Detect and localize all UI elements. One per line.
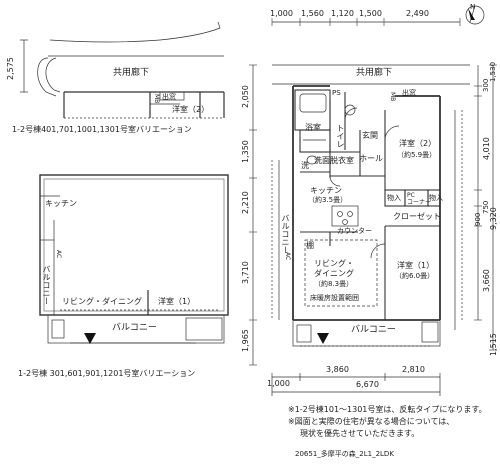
floorheat-label: 床暖房設置範囲	[310, 294, 359, 302]
var2-ac-label: AC	[55, 250, 62, 259]
dim-top-0: 1,000	[270, 9, 293, 18]
wash-label: 洗	[301, 161, 309, 170]
main-corridor-label: 共用廊下	[356, 68, 393, 78]
dim-right-4: 900	[474, 212, 482, 226]
note-line-0: ※1-2号棟101〜1301号室は、反転タイプになります。	[288, 405, 487, 414]
kitchen-label: キッチン	[310, 186, 342, 195]
entrance-label: 玄関	[362, 131, 378, 140]
main-ps-label: PS	[332, 89, 341, 97]
footer-code: 20651_多摩平の森_2L1_2LDK	[295, 450, 394, 458]
western1-size: （約6.0畳）	[395, 272, 435, 280]
variation-1-plan	[20, 21, 225, 119]
variation-2-plan	[39, 174, 229, 344]
var2-ld-label: リビング・ダイニング	[62, 297, 142, 306]
dim-bottom-a: 1,000	[267, 379, 290, 388]
var1-window-label: 出窓	[162, 93, 176, 101]
marker-triangle-left	[84, 333, 96, 344]
dim-bottom-c: 2,810	[402, 365, 425, 374]
ac-label-main: AC	[284, 252, 291, 261]
note-line-2: 現状を優先させていただきます。	[300, 429, 420, 438]
dim-left-4: 1,965	[241, 329, 250, 352]
dim-top-3: 1,500	[359, 9, 382, 18]
dim-right-6: 3,660	[482, 269, 491, 292]
var1-caption: 1-2号棟401,701,1001,1301号室バリエーション	[12, 125, 192, 134]
var1-dim: 2,575	[6, 57, 15, 80]
var2-room-label: 洋室（1）	[158, 297, 196, 306]
var2-kitchen-label: キッチン	[45, 199, 77, 208]
dim-bottom-b: 3,860	[326, 365, 349, 374]
kitchen-size: （約3.5畳）	[308, 196, 348, 204]
closet-label: クローゼット	[393, 212, 441, 221]
dim-left-1: 1,350	[241, 140, 250, 163]
western1-label: 洋室（1）	[397, 261, 435, 270]
note-line-1: ※図面と実際の住宅が異なる場合については、	[288, 417, 455, 426]
storage-label-2: 物入	[429, 194, 443, 202]
living-size: （約8.3畳）	[314, 280, 354, 288]
main-mb-label: MB	[389, 92, 396, 102]
var1-room-label: 洋室（2）	[172, 105, 210, 114]
dim-left-0: 2,050	[241, 85, 250, 108]
var2-side-balcony-label: バルコニー	[42, 265, 51, 305]
toilet-label: トイレ	[336, 124, 345, 148]
dim-top-2: 1,120	[331, 9, 354, 18]
counter-label: カウンター	[337, 227, 372, 235]
dim-right-5: 9,320	[489, 207, 498, 230]
dim-left-3: 3,710	[241, 261, 250, 284]
hall-label: ホール	[359, 154, 383, 163]
var2-balcony-label: バルコニー	[112, 323, 157, 333]
washroom-label: 洗面脱衣室	[314, 156, 354, 165]
living-label-1: リビング・	[314, 259, 354, 268]
dim-bottom-total: 6,670	[356, 380, 379, 389]
main-window-label: 出窓	[402, 89, 416, 97]
bath-label: 浴室	[305, 123, 321, 132]
dim-right-1: 1,530	[489, 61, 497, 82]
var1-mb-label: MB	[153, 94, 160, 104]
var2-caption: 1-2号棟 301,601,901,1201号室バリエーション	[18, 369, 196, 378]
marker-triangle-main	[317, 333, 329, 344]
compass-label: N	[470, 3, 476, 11]
living-label-2: ダイニング	[314, 269, 354, 278]
dim-right-7: 1,515	[489, 333, 498, 356]
floor-heating-area	[304, 239, 378, 307]
shelf-label: 棚	[306, 241, 314, 250]
main-balcony-label: バルコニー	[351, 325, 396, 335]
western2-size: （約5.9畳）	[397, 151, 437, 159]
western2-label: 洋室（2）	[399, 139, 437, 148]
dim-right-2: 4,010	[482, 137, 491, 160]
main-plan-interior	[294, 89, 441, 320]
dim-left-2: 2,210	[241, 191, 250, 214]
dim-top-4: 2,490	[406, 9, 429, 18]
var1-corridor-label: 共用廊下	[113, 68, 150, 78]
storage-label-1: 物入	[387, 194, 401, 202]
side-balcony-label: バルコニー	[281, 214, 290, 254]
dim-top-1: 1,560	[301, 9, 324, 18]
